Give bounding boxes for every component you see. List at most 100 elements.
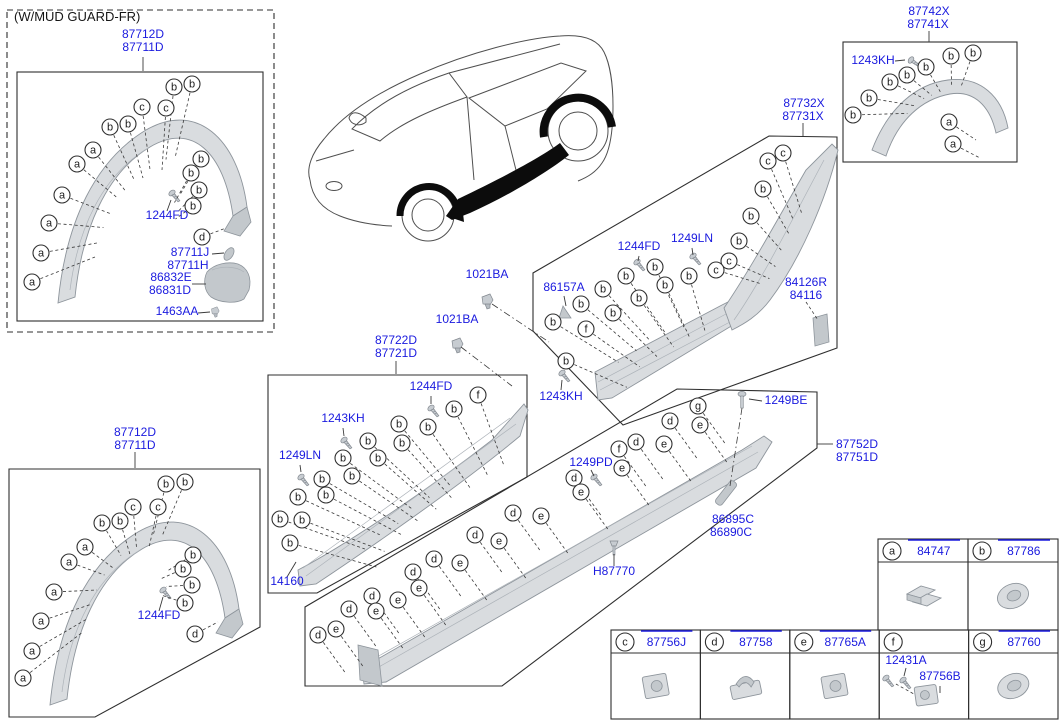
callout-d[interactable] [661, 412, 679, 430]
callout-b[interactable] [313, 470, 331, 488]
callout-a[interactable] [84, 141, 102, 159]
callout-b[interactable] [730, 232, 748, 250]
callout-e[interactable] [655, 435, 673, 453]
callout-e[interactable] [451, 554, 469, 572]
callout-b[interactable] [157, 475, 175, 493]
part-number-label[interactable]: 1249BE [765, 393, 808, 407]
callout-b[interactable] [656, 276, 674, 294]
callout-b[interactable] [334, 449, 352, 467]
callout-b[interactable] [742, 207, 760, 225]
callout-b[interactable] [630, 289, 648, 307]
callout-d[interactable] [627, 433, 645, 451]
callout-e[interactable] [691, 416, 709, 434]
callout-c[interactable] [149, 498, 167, 516]
callout-a[interactable] [60, 553, 78, 571]
part-number-label[interactable]: 1244FD [138, 608, 181, 622]
callout-d[interactable] [193, 228, 211, 246]
part-number-label[interactable]: 87711H [167, 258, 208, 272]
callout-d[interactable] [425, 550, 443, 568]
part-number-label[interactable]: 86831D [149, 283, 191, 297]
callout-b[interactable] [317, 486, 335, 504]
callout-c[interactable] [759, 152, 777, 170]
callout-b[interactable] [359, 432, 377, 450]
callout-b[interactable] [860, 89, 878, 107]
callout-b[interactable] [594, 280, 612, 298]
part-number-label[interactable]: 86895C [712, 512, 754, 526]
part-number-label[interactable]: 84116 [790, 288, 823, 302]
callout-g[interactable] [689, 397, 707, 415]
callout-b[interactable] [572, 295, 590, 313]
callout-b[interactable] [445, 400, 463, 418]
part-number-label[interactable]: 1463AA [156, 304, 199, 318]
callout-a[interactable] [40, 214, 58, 232]
callout-e[interactable] [490, 532, 508, 550]
callout-a[interactable] [53, 186, 71, 204]
callout-b[interactable] [183, 75, 201, 93]
callout-e[interactable] [532, 507, 550, 525]
callout-d[interactable] [466, 526, 484, 544]
callout-a[interactable] [14, 669, 32, 687]
callout-b[interactable] [881, 73, 899, 91]
part-number-label[interactable]: 87722D [375, 333, 417, 347]
legend-part-number[interactable]: 87786 [1007, 544, 1041, 558]
callout-b[interactable] [604, 304, 622, 322]
callout-b[interactable] [183, 576, 201, 594]
callout-a[interactable] [23, 642, 41, 660]
callout-e[interactable] [389, 591, 407, 609]
callout-e[interactable] [613, 459, 631, 477]
part-number-label[interactable]: 1243KH [539, 389, 582, 403]
callout-f[interactable] [577, 320, 595, 338]
callout-b[interactable] [111, 512, 129, 530]
part-number-label[interactable]: 86832E [150, 270, 191, 284]
callout-b[interactable] [176, 594, 194, 612]
part-number-label[interactable]: 1243KH [321, 411, 364, 425]
part-number-label[interactable]: 14160 [270, 574, 304, 588]
part-number-label[interactable]: 87711D [114, 438, 155, 452]
callout-e[interactable] [572, 483, 590, 501]
callout-f[interactable] [469, 386, 487, 404]
callout-a[interactable] [32, 612, 50, 630]
callout-b[interactable] [942, 47, 960, 65]
part-number-label[interactable]: 87711J [171, 245, 209, 259]
part-number-label[interactable]: 12431A [885, 653, 926, 667]
part-number-label[interactable]: 87752D [836, 437, 878, 451]
callout-e[interactable] [410, 579, 428, 597]
callout-d[interactable] [504, 504, 522, 522]
callout-b[interactable] [93, 514, 111, 532]
part-number-label[interactable]: 87712D [122, 27, 164, 41]
callout-b[interactable] [192, 150, 210, 168]
callout-c[interactable] [774, 144, 792, 162]
callout-f[interactable] [610, 440, 628, 458]
callout-d[interactable] [404, 563, 422, 581]
callout-b[interactable] [190, 181, 208, 199]
callout-a[interactable] [23, 273, 41, 291]
callout-d[interactable] [186, 625, 204, 643]
callout-b[interactable] [964, 44, 982, 62]
part-number-label[interactable]: 87732X [783, 96, 824, 110]
part-number-label[interactable]: 86157A [543, 280, 584, 294]
callout-a[interactable] [944, 135, 962, 153]
callout-b[interactable] [617, 267, 635, 285]
callout-b[interactable] [343, 467, 361, 485]
callout-b[interactable] [544, 313, 562, 331]
callout-a[interactable] [68, 155, 86, 173]
part-number-label[interactable]: 87742X [908, 4, 949, 18]
callout-b[interactable] [557, 352, 575, 370]
part-number-label[interactable]: 1021BA [466, 267, 509, 281]
legend-part-number[interactable]: 84747 [917, 544, 951, 558]
part-number-label[interactable]: 87756B [919, 669, 960, 683]
callout-b[interactable] [271, 510, 289, 528]
part-number-label[interactable]: 87731X [782, 109, 823, 123]
part-number-label[interactable]: 1021BA [436, 312, 479, 326]
callout-b[interactable] [184, 197, 202, 215]
callout-e[interactable] [327, 620, 345, 638]
callout-b[interactable] [281, 534, 299, 552]
callout-b[interactable] [844, 106, 862, 124]
part-number-label[interactable]: 86890C [710, 525, 752, 539]
part-number-label[interactable]: 87711D [122, 40, 163, 54]
part-number-label[interactable]: 87721D [375, 346, 417, 360]
callout-d[interactable] [309, 626, 327, 644]
callout-c[interactable] [124, 498, 142, 516]
